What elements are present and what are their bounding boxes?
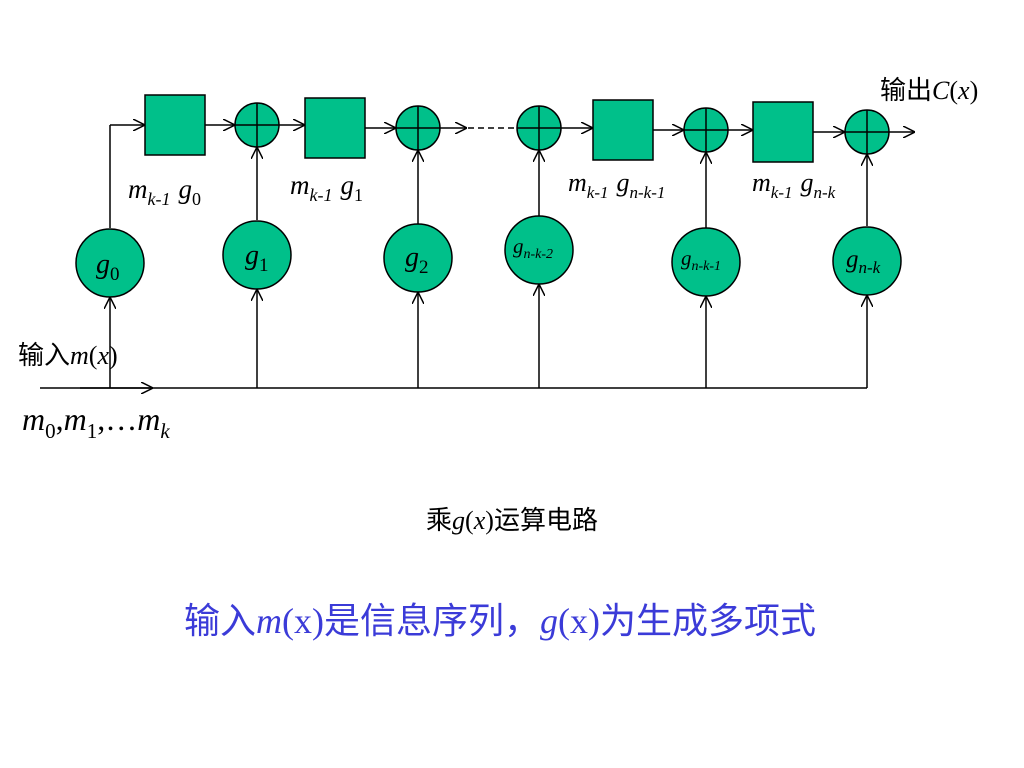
shift-register-3 bbox=[592, 99, 654, 161]
coefficient-g0 bbox=[75, 228, 145, 298]
coefficient-label-gnk1: gn-k-1 bbox=[681, 246, 721, 274]
coefficient-label-gnk2: gn-k-2 bbox=[513, 234, 553, 262]
input-sequence-label: m0,m1,…mk bbox=[22, 401, 170, 443]
adder-2 bbox=[395, 105, 441, 151]
adder-1 bbox=[234, 102, 280, 148]
adder-4 bbox=[683, 107, 729, 153]
shift-register-1 bbox=[144, 94, 206, 156]
diagram-caption: 乘g(x)运算电路 bbox=[426, 506, 598, 536]
coefficient-label-g0: g0 bbox=[96, 249, 120, 285]
adder-5 bbox=[844, 109, 890, 155]
coefficient-label-gnk: gn-k bbox=[846, 246, 881, 277]
input-label: 输入m(x) bbox=[18, 341, 118, 371]
explanation-note: 输入m(x)是信息序列，g(x)为生成多项式 bbox=[183, 601, 816, 642]
adder-3 bbox=[516, 105, 562, 151]
coefficient-label-g1: g1 bbox=[245, 240, 269, 276]
shift-register-2 bbox=[304, 97, 366, 159]
coefficient-label-g2: g2 bbox=[405, 242, 429, 278]
shift-register-4 bbox=[752, 101, 814, 163]
output-label: 输出C(x) bbox=[880, 76, 978, 106]
